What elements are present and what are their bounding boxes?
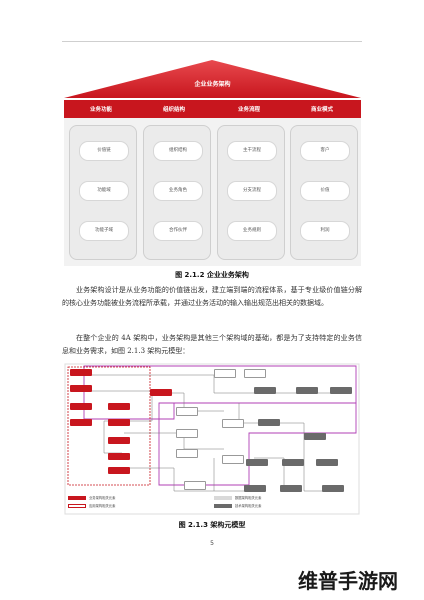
meta-box-application xyxy=(176,429,198,438)
paragraph-1: 业务架构设计是从业务功能的价值链出发，建立端到端的流程体系，基于专业级价值链分解… xyxy=(62,286,362,307)
legend-swatch xyxy=(214,496,232,500)
legend-item: 技术架构相关元素 xyxy=(214,504,261,509)
roof-shape xyxy=(64,60,361,98)
page-number: 5 xyxy=(210,540,214,547)
header-organization: 组织结构 xyxy=(162,107,185,113)
meta-box-application xyxy=(222,455,244,464)
meta-box-technology xyxy=(304,433,326,440)
header-business-model: 商业模式 xyxy=(310,107,333,113)
meta-box-application xyxy=(176,449,198,458)
meta-box-business xyxy=(70,403,92,410)
meta-box-technology xyxy=(280,485,302,492)
meta-box-application xyxy=(222,419,244,428)
meta-box-data xyxy=(254,387,276,394)
meta-box-business xyxy=(70,385,92,392)
meta-box-application xyxy=(176,407,198,416)
legend-item: 业务架构相关元素 xyxy=(68,496,115,501)
meta-box-technology xyxy=(322,485,344,492)
meta-box-business xyxy=(70,369,92,376)
meta-box-technology xyxy=(244,485,266,492)
pill: 功能域 xyxy=(79,181,129,201)
pill: 业务规则 xyxy=(227,221,277,241)
pill: 主干流程 xyxy=(227,141,277,161)
legend-swatch xyxy=(214,504,232,508)
meta-box-technology xyxy=(282,459,304,466)
pill: 业务角色 xyxy=(153,181,203,201)
legend-swatch xyxy=(68,504,86,508)
legend-item: 应用架构相关元素 xyxy=(68,504,115,509)
pill: 合作伙伴 xyxy=(153,221,203,241)
legend-swatch xyxy=(68,496,86,500)
meta-box-business xyxy=(150,389,172,396)
watermark: 维普手游网 xyxy=(298,569,398,593)
meta-box-technology xyxy=(246,459,268,466)
architecture-metamodel-figure: 业务架构相关元素 应用架构相关元素 数据架构相关元素 技术架构相关元素 xyxy=(64,363,360,515)
pill: 利润 xyxy=(300,221,350,241)
meta-box-business xyxy=(108,403,130,410)
meta-box-data xyxy=(330,387,352,394)
header-band: 业务功能 组织结构 业务流程 商业模式 xyxy=(64,100,361,118)
column-organization: 组织结构 业务角色 合作伙伴 xyxy=(143,125,211,260)
pill: 价值 xyxy=(300,181,350,201)
meta-box-application xyxy=(184,481,206,490)
meta-box-business xyxy=(70,419,92,426)
meta-box-business xyxy=(108,453,130,460)
meta-box-business xyxy=(108,437,130,444)
legend-item: 数据架构相关元素 xyxy=(214,496,261,501)
figure-caption-1: 图 2.1.2 企业业务架构 xyxy=(175,271,249,279)
column-business-model: 客户 价值 利润 xyxy=(290,125,358,260)
header-rule xyxy=(62,41,362,42)
enterprise-business-architecture-figure: 企业业务架构 业务功能 组织结构 业务流程 商业模式 价值链 功能域 功能子域 … xyxy=(64,60,361,266)
figure-title: 企业业务架构 xyxy=(194,81,231,88)
meta-box-application xyxy=(244,369,266,378)
header-business-process: 业务流程 xyxy=(237,107,260,113)
meta-box-data xyxy=(258,419,280,426)
meta-box-technology xyxy=(316,459,338,466)
column-business-function: 价值链 功能域 功能子域 xyxy=(69,125,137,260)
meta-box-application xyxy=(214,369,236,378)
pill: 客户 xyxy=(300,141,350,161)
figure-caption-2: 图 2.1.3 架构元模型 xyxy=(178,521,246,529)
meta-box-data xyxy=(296,387,318,394)
meta-box-business xyxy=(108,419,130,426)
pill: 分支流程 xyxy=(227,181,277,201)
pill: 价值链 xyxy=(79,141,129,161)
meta-box-business xyxy=(108,467,130,474)
header-business-function: 业务功能 xyxy=(89,107,112,113)
columns-panel: 价值链 功能域 功能子域 组织结构 业务角色 合作伙伴 主干流程 分支流程 业务… xyxy=(64,118,361,266)
pill: 功能子域 xyxy=(79,221,129,241)
pill: 组织结构 xyxy=(153,141,203,161)
paragraph-2: 在整个企业的 4A 架构中，业务架构是其他三个架构域的基础，都是为了支持特定的业… xyxy=(62,334,362,355)
column-business-process: 主干流程 分支流程 业务规则 xyxy=(217,125,285,260)
